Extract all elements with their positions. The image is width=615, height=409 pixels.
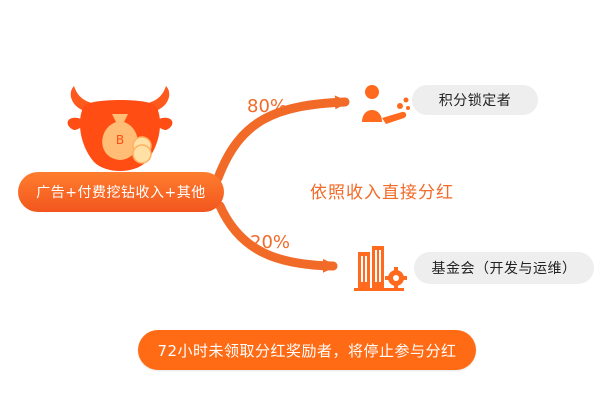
- coin-letter: B: [116, 133, 124, 147]
- building-gear-icon: [354, 246, 407, 291]
- percent-top: 80%: [247, 96, 288, 117]
- distribution-note: 依照收入直接分红: [310, 183, 454, 203]
- target-bottom-label: 基金会（开发与运维）: [431, 261, 577, 277]
- target-top-label: 积分锁定者: [438, 93, 512, 109]
- arrow-to-bottom: [215, 201, 338, 273]
- bull-mascot-icon: B: [67, 86, 173, 171]
- arrow-to-top: [213, 95, 350, 183]
- unclaimed-dividend-warning: 72小时未领取分红奖励者，将停止参与分红: [138, 330, 476, 370]
- person-receiving-coins-icon: [362, 85, 410, 124]
- target-bottom-pill: 基金会（开发与运维）: [414, 252, 594, 284]
- source-label: 广告+付费挖钻收入+其他: [36, 185, 206, 201]
- percent-bottom: 20%: [250, 232, 291, 253]
- target-top-pill: 积分锁定者: [412, 85, 538, 115]
- source-pill: 广告+付费挖钻收入+其他: [18, 172, 224, 212]
- warning-text: 72小时未领取分红奖励者，将停止参与分红: [157, 341, 457, 360]
